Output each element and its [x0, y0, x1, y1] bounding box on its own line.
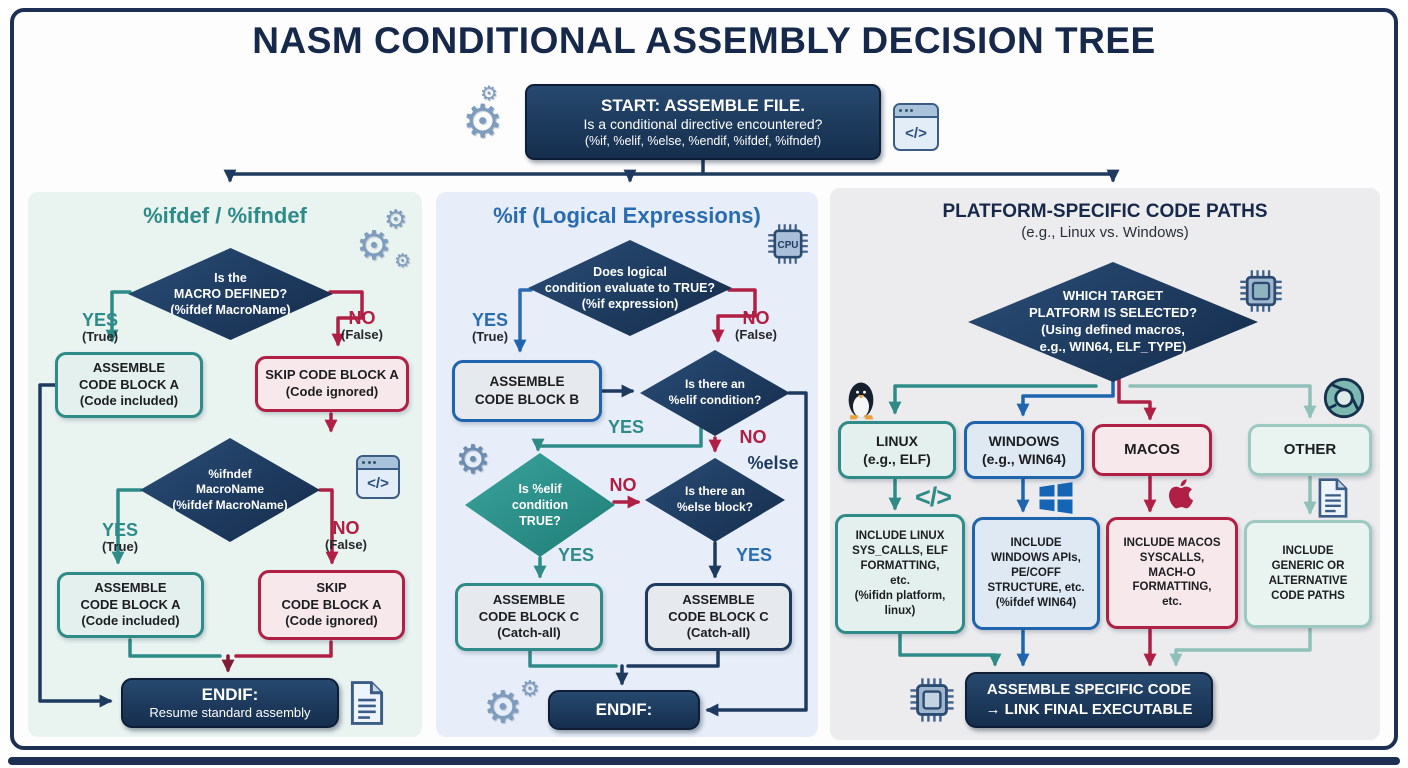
label-yes-true: YES(True) — [471, 310, 509, 344]
linux-box: LINUX (e.g., ELF) — [838, 421, 956, 479]
label-yes-true: YES(True) — [81, 310, 119, 344]
windows-box: WINDOWS (e.g., WIN64) — [964, 421, 1084, 479]
include-macos-box: INCLUDE MACOS SYSCALLS, MACH-O FORMATTIN… — [1106, 517, 1238, 629]
skip-block-a-box: SKIP CODE BLOCK A (Code ignored) — [255, 356, 409, 412]
label-no-false: NO(False) — [341, 308, 383, 342]
target-platform-diamond: WHICH TARGET PLATFORM IS SELECTED? (Usin… — [968, 262, 1258, 382]
gear-icon: ⚙ — [462, 95, 504, 147]
include-windows-box: INCLUDE WINDOWS APIs, PE/COFF STRUCTURE,… — [972, 517, 1100, 630]
start-directives: (%if, %elif, %else, %endif, %ifdef, %ifn… — [584, 133, 822, 148]
label-else: %else — [747, 453, 799, 473]
document-icon — [1316, 476, 1350, 525]
endif-title: ENDIF: — [201, 685, 259, 704]
page-title: NASM CONDITIONAL ASSEMBLY DECISION TREE — [252, 20, 1156, 61]
skip-block-a-box-2: SKIP CODE BLOCK A (Code ignored) — [258, 570, 405, 640]
endif-node: ENDIF: Resume standard assembly — [121, 678, 339, 728]
label-yes: YES — [735, 545, 773, 565]
assemble-block-a-box: ASSEMBLE CODE BLOCK A (Code included) — [55, 352, 203, 418]
include-other-box: INCLUDE GENERIC OR ALTERNATIVE CODE PATH… — [1244, 520, 1372, 628]
code-window-icon: </> — [356, 455, 400, 499]
other-box: OTHER — [1248, 424, 1372, 476]
label-yes: YES — [557, 545, 595, 565]
assemble-link-node: ASSEMBLE SPECIFIC CODE → LINK FINAL EXEC… — [965, 672, 1213, 728]
macos-box: MACOS — [1092, 424, 1212, 476]
label-yes-true: YES(True) — [101, 520, 139, 554]
chip-icon — [908, 676, 956, 729]
assemble-block-b-box: ASSEMBLE CODE BLOCK B — [452, 360, 602, 422]
start-question: Is a conditional directive encountered? — [583, 116, 823, 133]
platform-panel-header: PLATFORM-SPECIFIC CODE PATHS — [942, 201, 1268, 222]
start-title: START: ASSEMBLE FILE. — [601, 95, 805, 115]
code-window-icon: </> — [893, 103, 939, 151]
assemble-block-a-box-2: ASSEMBLE CODE BLOCK A (Code included) — [57, 572, 204, 638]
page-bottom-bar — [8, 757, 1400, 765]
assemble-block-c-box: ASSEMBLE CODE BLOCK C (Catch-all) — [455, 583, 603, 651]
if-panel-header: %if (Logical Expressions) — [493, 203, 761, 228]
gears-icon: ⚙ — [483, 683, 523, 732]
code-icon: </> — [915, 482, 952, 512]
include-linux-box: INCLUDE LINUX SYS_CALLS, ELF FORMATTING,… — [835, 514, 965, 634]
gears-icon: ⚙ — [356, 224, 392, 268]
label-no: NO — [739, 427, 767, 447]
chip-icon — [1238, 268, 1284, 319]
start-node: START: ASSEMBLE FILE. Is a conditional d… — [525, 84, 881, 160]
gears-icon: ⚙ — [394, 251, 412, 272]
gears-icon: ⚙ — [384, 204, 408, 234]
cpu-chip-icon: CPU — [766, 222, 810, 271]
platform-panel-subheader: (e.g., Linux vs. Windows) — [1021, 224, 1189, 241]
apple-logo-icon — [1164, 474, 1198, 519]
linux-tux-icon — [845, 378, 877, 427]
endif-node-2: ENDIF: — [548, 690, 700, 730]
svg-text:CPU: CPU — [778, 240, 799, 251]
label-yes: YES — [607, 417, 645, 437]
gear-icon: ⚙ — [455, 438, 491, 482]
gears-small-icon: ⚙ — [520, 676, 540, 701]
label-no: NO — [609, 475, 637, 495]
label-no-false: NO(False) — [325, 518, 367, 552]
windows-logo-icon — [1038, 480, 1074, 521]
document-icon — [348, 678, 386, 733]
label-no-false: NO(False) — [735, 308, 777, 342]
assemble-block-c-box-2: ASSEMBLE CODE BLOCK C (Catch-all) — [645, 583, 792, 651]
gear-small-icon: ⚙ — [480, 83, 498, 105]
endif-subtitle: Resume standard assembly — [149, 705, 311, 721]
browser-circle-icon — [1322, 376, 1366, 425]
ifdef-panel-header: %ifdef / %ifndef — [143, 203, 307, 228]
